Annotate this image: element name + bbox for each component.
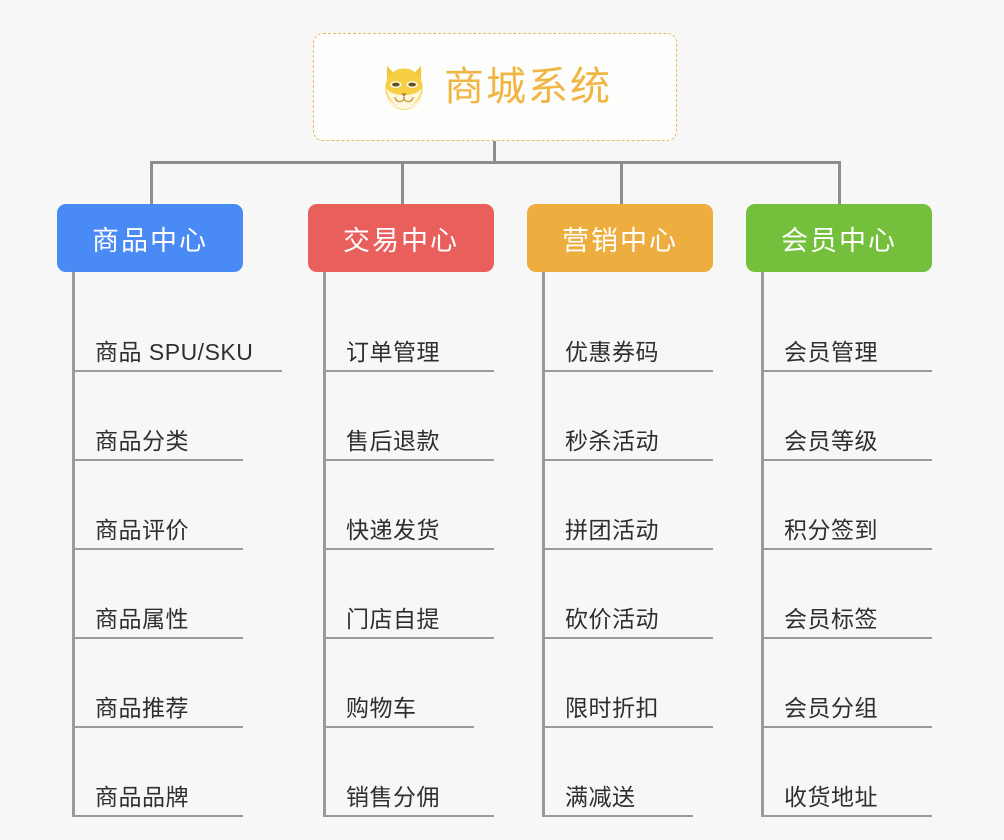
- list-item[interactable]: 订单管理: [326, 290, 494, 372]
- list-item-label: 会员分组: [784, 695, 878, 722]
- list-item[interactable]: 商品推荐: [75, 639, 243, 728]
- list-item-label: 商品推荐: [95, 695, 189, 722]
- list-item-label: 销售分佣: [346, 784, 440, 811]
- connector-root-stem: [493, 141, 496, 163]
- category-header-label: 会员中心: [781, 225, 897, 256]
- list-item[interactable]: 优惠券码: [545, 290, 713, 372]
- list-item-label: 商品分类: [95, 428, 189, 455]
- connector-drop-column-4: [838, 161, 841, 206]
- list-item[interactable]: 满减送: [545, 728, 693, 817]
- list-item[interactable]: 快递发货: [326, 461, 494, 550]
- category-header-label: 交易中心: [343, 225, 459, 256]
- list-item[interactable]: 砍价活动: [545, 550, 713, 639]
- leaf-list-trade: 订单管理 售后退款 快递发货 门店自提 购物车 销售分佣: [323, 272, 528, 817]
- category-column-member: 会员中心 会员管理 会员等级 积分签到 会员标签 会员分组 收货地址: [746, 204, 986, 817]
- leaf-list-marketing: 优惠券码 秒杀活动 拼团活动 砍价活动 限时折扣 满减送: [542, 272, 747, 817]
- list-item-label: 商品品牌: [95, 784, 189, 811]
- list-item-label: 商品属性: [95, 606, 189, 633]
- list-item-label: 砍价活动: [565, 606, 659, 633]
- list-item[interactable]: 商品评价: [75, 461, 243, 550]
- category-header-marketing[interactable]: 营销中心: [527, 204, 713, 272]
- list-item-label: 购物车: [346, 695, 417, 722]
- list-item-label: 限时折扣: [565, 695, 659, 722]
- list-item[interactable]: 收货地址: [764, 728, 932, 817]
- list-item[interactable]: 商品分类: [75, 372, 243, 461]
- list-item[interactable]: 秒杀活动: [545, 372, 713, 461]
- list-item-label: 商品 SPU/SKU: [95, 339, 254, 366]
- list-item-label: 会员等级: [784, 428, 878, 455]
- list-item-label: 优惠券码: [565, 339, 659, 366]
- list-item-label: 商品评价: [95, 517, 189, 544]
- list-item[interactable]: 商品属性: [75, 550, 243, 639]
- list-item-label: 快递发货: [346, 517, 440, 544]
- list-item[interactable]: 购物车: [326, 639, 474, 728]
- category-header-member[interactable]: 会员中心: [746, 204, 932, 272]
- list-item[interactable]: 会员分组: [764, 639, 932, 728]
- list-item-label: 售后退款: [346, 428, 440, 455]
- list-item-label: 会员标签: [784, 606, 878, 633]
- list-item-label: 秒杀活动: [565, 428, 659, 455]
- list-item-label: 门店自提: [346, 606, 440, 633]
- list-item[interactable]: 销售分佣: [326, 728, 494, 817]
- category-header-label: 商品中心: [92, 225, 208, 256]
- list-item-label: 收货地址: [784, 784, 878, 811]
- category-column-trade: 交易中心 订单管理 售后退款 快递发货 门店自提 购物车 销售分佣: [308, 204, 548, 817]
- category-column-product: 商品中心 商品 SPU/SKU 商品分类 商品评价 商品属性 商品推荐 商品品牌: [57, 204, 297, 817]
- list-item[interactable]: 会员管理: [764, 290, 932, 372]
- list-item[interactable]: 积分签到: [764, 461, 932, 550]
- list-item[interactable]: 门店自提: [326, 550, 494, 639]
- list-item-label: 订单管理: [346, 339, 440, 366]
- category-column-marketing: 营销中心 优惠券码 秒杀活动 拼团活动 砍价活动 限时折扣 满减送: [527, 204, 767, 817]
- root-node-mall-system[interactable]: 商城系统: [313, 33, 677, 141]
- list-item[interactable]: 商品 SPU/SKU: [75, 290, 282, 372]
- category-header-product[interactable]: 商品中心: [57, 204, 243, 272]
- shiba-dog-icon: [385, 65, 423, 110]
- list-item-label: 积分签到: [784, 517, 878, 544]
- connector-horizontal-bus: [150, 161, 840, 164]
- category-header-label: 营销中心: [562, 225, 678, 256]
- list-item[interactable]: 会员标签: [764, 550, 932, 639]
- list-item[interactable]: 售后退款: [326, 372, 494, 461]
- leaf-list-member: 会员管理 会员等级 积分签到 会员标签 会员分组 收货地址: [761, 272, 966, 817]
- connector-drop-column-3: [620, 161, 623, 206]
- root-node-title: 商城系统: [444, 65, 612, 109]
- leaf-list-product: 商品 SPU/SKU 商品分类 商品评价 商品属性 商品推荐 商品品牌: [72, 272, 282, 817]
- category-header-trade[interactable]: 交易中心: [308, 204, 494, 272]
- list-item-label: 满减送: [565, 784, 636, 811]
- connector-drop-column-2: [401, 161, 404, 206]
- list-item[interactable]: 拼团活动: [545, 461, 713, 550]
- list-item-label: 会员管理: [784, 339, 878, 366]
- list-item[interactable]: 商品品牌: [75, 728, 243, 817]
- list-item-label: 拼团活动: [565, 517, 659, 544]
- list-item[interactable]: 会员等级: [764, 372, 932, 461]
- list-item[interactable]: 限时折扣: [545, 639, 713, 728]
- connector-drop-column-1: [150, 161, 153, 206]
